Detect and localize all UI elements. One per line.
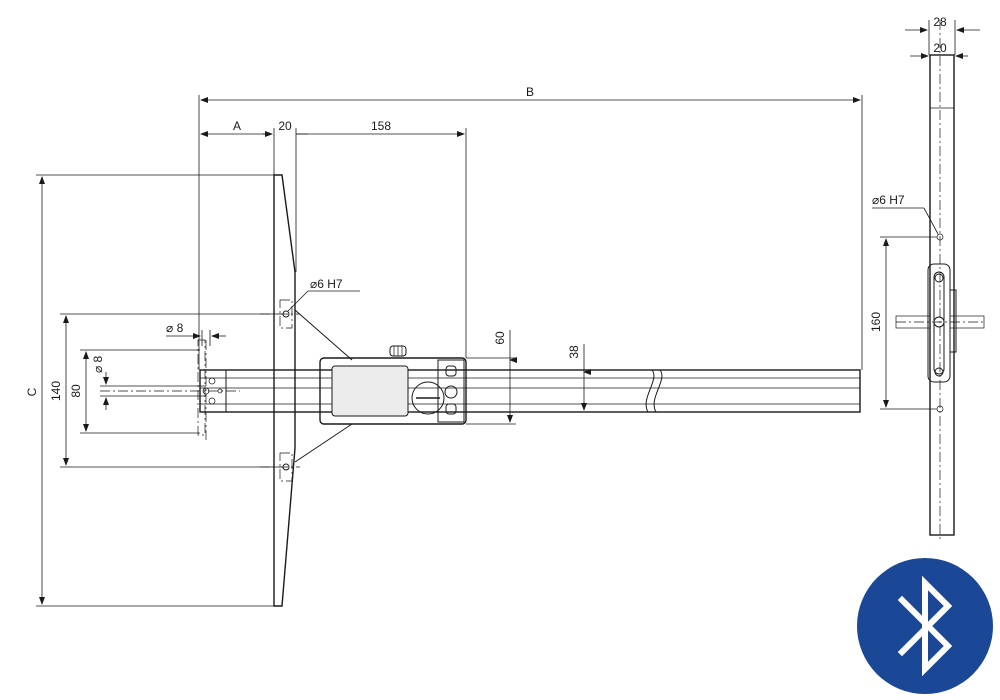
dowel-holes [279, 299, 293, 482]
beam-end-block [197, 339, 227, 436]
dimension-dia-8-horizontal: ⌀ 8 [166, 321, 226, 346]
lcd-screen [331, 365, 409, 417]
dimension-label-B: B [526, 85, 534, 99]
dimension-B: B [198, 85, 863, 370]
dimension-label-140: 140 [49, 381, 63, 401]
dimension-label-20: 20 [278, 119, 292, 133]
bluetooth-icon [857, 558, 993, 694]
dimension-side-20: 20 [910, 41, 968, 59]
dimension-row-A: A 20 158 [200, 119, 467, 358]
front-view: B A 20 158 C 140 [25, 85, 863, 607]
measuring-base [273, 174, 296, 607]
digital-display-unit [319, 345, 467, 425]
dimension-label-60: 60 [493, 331, 507, 345]
dimension-140: 140 [49, 313, 283, 468]
side-base [929, 54, 955, 536]
dimension-label-80: 80 [69, 384, 83, 398]
dimension-label-side-20: 20 [933, 41, 947, 55]
dimension-label-38: 38 [567, 345, 581, 359]
dimension-label-160: 160 [869, 312, 883, 332]
dimension-C: C [25, 174, 274, 607]
dimension-label-158: 158 [371, 119, 391, 133]
side-view: 28 20 ⌀6 H7 160 [869, 15, 986, 540]
dimension-label-dia-8-h: ⌀ 8 [166, 321, 184, 335]
dimension-dowel-hole-side: ⌀6 H7 [872, 193, 939, 235]
dimension-label-28: 28 [933, 15, 947, 29]
dimension-60: 60 [466, 330, 516, 425]
dimension-dia-8-vertical: ⌀ 8 [91, 355, 206, 410]
dimension-side-28: 28 [905, 15, 980, 55]
dimension-label-A: A [233, 119, 241, 133]
dimension-side-160: 160 [869, 236, 937, 410]
dimension-38: 38 [567, 344, 584, 411]
dimension-80: 80 [69, 349, 200, 434]
dimension-label-dia-8-v: ⌀ 8 [91, 355, 105, 373]
ruler-beam [199, 369, 861, 413]
dimension-label-dia-6-h7: ⌀6 H7 [310, 277, 343, 291]
dimension-label-side-dia-6-h7: ⌀6 H7 [872, 193, 905, 207]
dimension-dowel-hole: ⌀6 H7 [287, 277, 360, 312]
dimension-label-C: C [25, 387, 39, 396]
